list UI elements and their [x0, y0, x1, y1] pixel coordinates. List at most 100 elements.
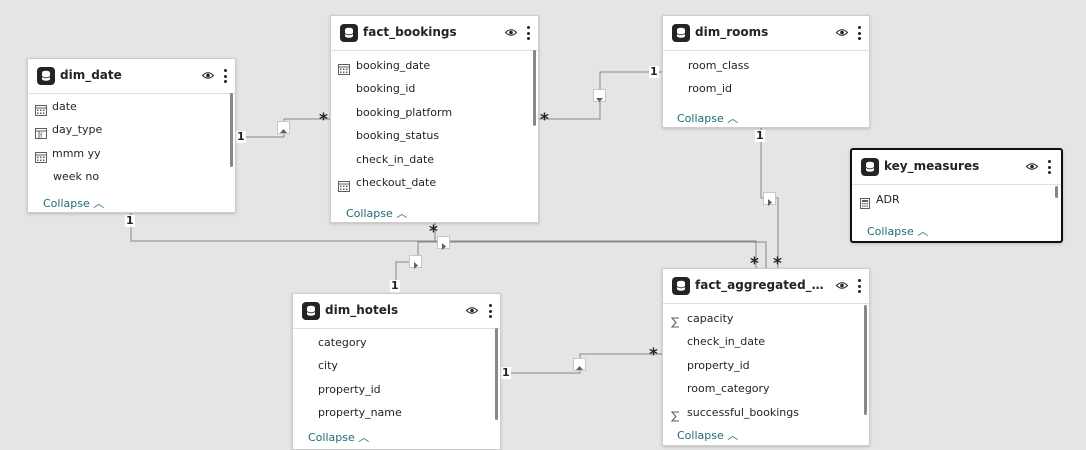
- arrow-down-icon[interactable]: [593, 89, 606, 102]
- scrollbar[interactable]: [864, 305, 867, 415]
- collapse-button[interactable]: Collapse ︿: [346, 205, 407, 221]
- scrollbar[interactable]: [1055, 186, 1058, 198]
- field-name: room_id: [688, 82, 732, 96]
- more-options-icon[interactable]: [224, 69, 228, 83]
- field-row[interactable]: property_name: [293, 401, 500, 424]
- collapse-button[interactable]: Collapse ︿: [43, 195, 104, 211]
- calendar-icon: [35, 101, 47, 116]
- field-row[interactable]: successful_bookings: [663, 401, 869, 424]
- measure-icon: [859, 194, 871, 209]
- scrollbar[interactable]: [495, 328, 498, 420]
- collapse-button[interactable]: Collapse ︿: [308, 429, 369, 445]
- collapse-button[interactable]: Collapse ︿: [867, 223, 928, 239]
- more-options-icon[interactable]: [858, 26, 862, 40]
- calendar-icon: [35, 148, 47, 163]
- field-name: room_class: [688, 59, 750, 72]
- collapse-button[interactable]: Collapse ︿: [677, 427, 738, 443]
- cardinality-one-label: 1: [501, 366, 511, 379]
- field-row[interactable]: capacity: [663, 307, 869, 330]
- arrow-right-icon[interactable]: [763, 192, 776, 206]
- arrow-right-icon[interactable]: [437, 236, 450, 250]
- cardinality-one-label: 1: [649, 65, 659, 78]
- field-row[interactable]: week no: [28, 165, 235, 188]
- more-options-icon[interactable]: [1048, 160, 1052, 174]
- field-row[interactable]: check_in_date: [331, 148, 538, 171]
- table-header[interactable]: fact_aggregated_boo...: [663, 269, 869, 304]
- field-row[interactable]: room_class: [663, 54, 869, 77]
- more-options-icon[interactable]: [527, 26, 531, 40]
- table-header[interactable]: dim_rooms: [663, 16, 869, 51]
- field-row[interactable]: booking_id: [331, 77, 538, 100]
- more-options-icon[interactable]: [489, 304, 493, 318]
- table-title[interactable]: dim_hotels: [325, 303, 399, 317]
- field-row[interactable]: booking_status: [331, 124, 538, 147]
- collapse-label: Collapse: [677, 112, 724, 125]
- chevron-up-icon: ︿: [358, 431, 370, 444]
- field-name: property_id: [318, 382, 381, 396]
- field-row[interactable]: ADR: [852, 188, 1061, 211]
- cardinality-one-label: 1: [390, 279, 400, 292]
- chevron-up-icon: ︿: [917, 225, 929, 238]
- table-title[interactable]: key_measures: [884, 159, 980, 173]
- cardinality-many-label: *: [773, 254, 782, 274]
- field-row[interactable]: category: [293, 331, 500, 354]
- collapse-button[interactable]: Collapse ︿: [677, 110, 738, 126]
- field-name: booking_status: [356, 129, 440, 143]
- arrow-right-icon[interactable]: [409, 255, 422, 269]
- visibility-icon[interactable]: [1026, 162, 1038, 171]
- table-card-fact-aggregated-bookings[interactable]: fact_aggregated_boo... capacity check_in_…: [662, 268, 870, 446]
- sum-icon: [670, 313, 682, 328]
- arrow-up-icon[interactable]: [573, 358, 586, 371]
- visibility-icon[interactable]: [836, 281, 848, 290]
- collapse-label: Collapse: [43, 197, 90, 210]
- field-name: check_in_date: [356, 152, 435, 166]
- table-card-dim-rooms[interactable]: dim_rooms room_class room_id Collapse ︿: [662, 15, 870, 128]
- table-header[interactable]: dim_date: [28, 59, 235, 94]
- field-row[interactable]: city: [293, 354, 500, 377]
- field-row[interactable]: mmm yy: [28, 142, 235, 165]
- visibility-icon[interactable]: [466, 306, 478, 315]
- field-list: ADR: [852, 188, 1061, 211]
- chevron-up-icon: ︿: [727, 429, 739, 442]
- field-row[interactable]: booking_date: [331, 54, 538, 77]
- field-row[interactable]: check_in_date: [663, 330, 869, 353]
- field-row[interactable]: booking_platform: [331, 101, 538, 124]
- more-options-icon[interactable]: [858, 279, 862, 293]
- field-row[interactable]: room_category: [663, 377, 869, 400]
- visibility-icon[interactable]: [202, 71, 214, 80]
- table-title[interactable]: fact_bookings: [363, 25, 457, 39]
- field-name: booking_date: [356, 59, 431, 72]
- table-title[interactable]: dim_rooms: [695, 25, 769, 39]
- scrollbar[interactable]: [533, 50, 536, 126]
- field-row[interactable]: checkout_date: [331, 171, 538, 194]
- table-header[interactable]: dim_hotels: [293, 294, 500, 329]
- scrollbar[interactable]: [230, 93, 233, 167]
- calendar-icon: [338, 60, 350, 75]
- visibility-icon[interactable]: [836, 28, 848, 37]
- table-icon: [672, 24, 690, 42]
- field-name: room_category: [687, 382, 770, 396]
- field-name: city: [318, 359, 338, 373]
- table-title[interactable]: dim_date: [60, 68, 122, 82]
- field-row[interactable]: date: [28, 95, 235, 118]
- table-card-key-measures[interactable]: key_measures ADR Collapse ︿: [850, 148, 1063, 243]
- table-title[interactable]: fact_aggregated_boo...: [695, 278, 829, 292]
- field-name: mmm yy: [52, 146, 101, 160]
- arrow-up-icon[interactable]: [277, 121, 290, 134]
- field-row[interactable]: property_id: [663, 354, 869, 377]
- table-icon: [340, 24, 358, 42]
- field-row[interactable]: room_id: [663, 77, 869, 100]
- table-header[interactable]: key_measures: [852, 150, 1061, 185]
- field-row[interactable]: property_id: [293, 378, 500, 401]
- field-name: capacity: [687, 312, 734, 325]
- field-name: successful_bookings: [687, 405, 799, 419]
- table-header[interactable]: fact_bookings: [331, 16, 538, 51]
- visibility-icon[interactable]: [505, 28, 517, 37]
- cardinality-many-label: *: [319, 110, 328, 130]
